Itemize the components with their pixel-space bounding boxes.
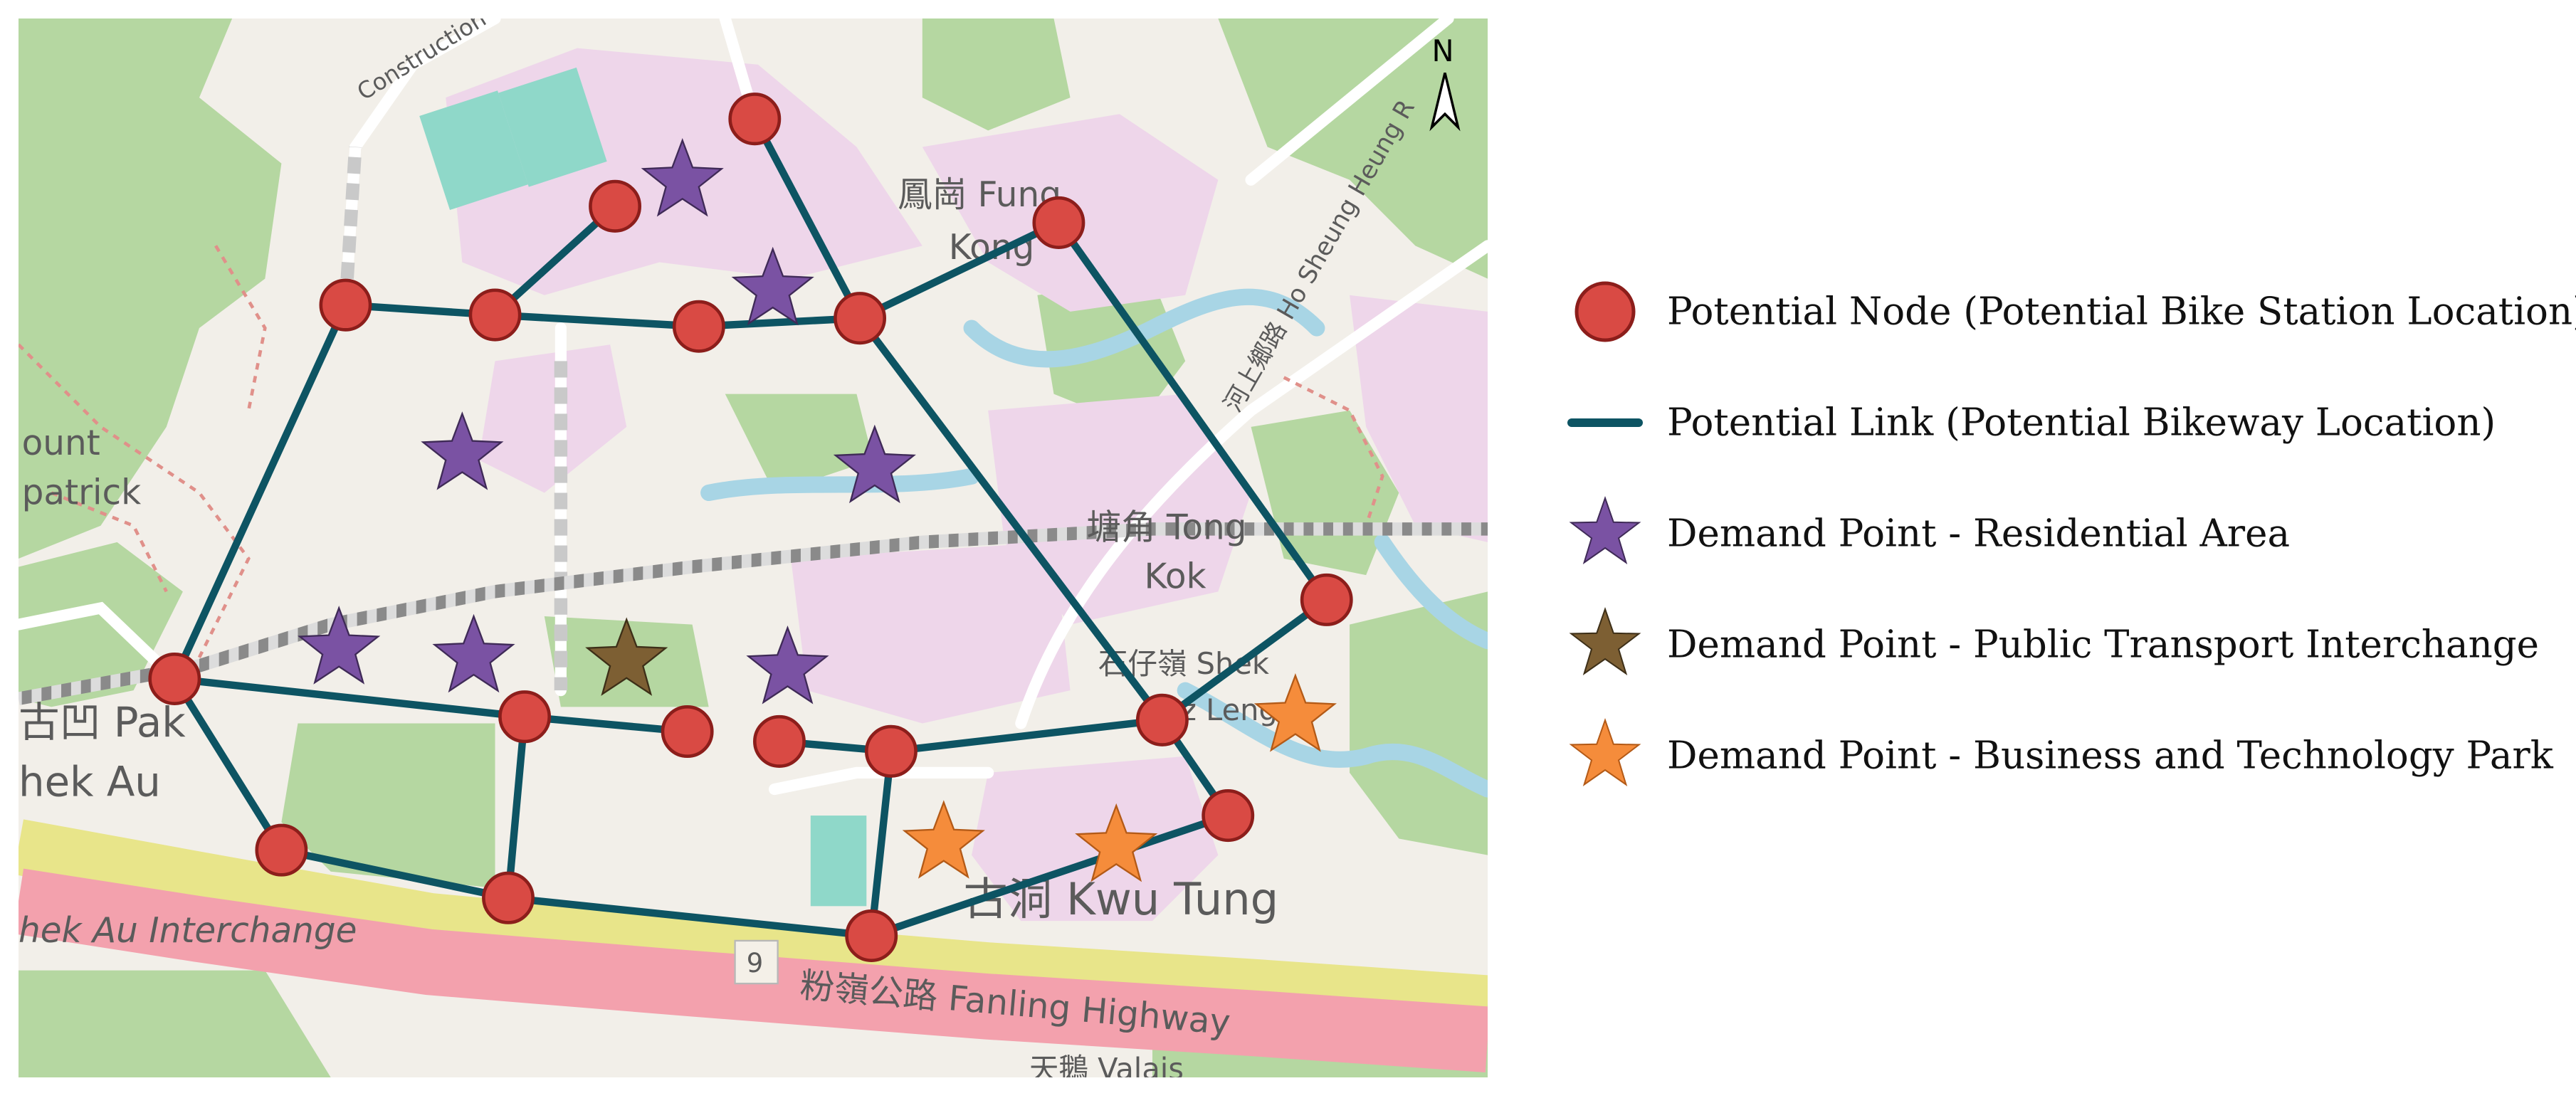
- demand-points: [298, 137, 1337, 882]
- legend-label-link: Potential Link (Potential Bikeway Locati…: [1667, 401, 2496, 445]
- potential-link-n10-n11: [520, 712, 691, 736]
- demand-point-business-11: [1075, 803, 1158, 882]
- demand-point-residential-5: [298, 606, 381, 685]
- potential-link-n17-n18: [504, 894, 876, 940]
- label-fung-kong-2: Kong: [949, 228, 1035, 268]
- potential-link-n13-n14: [887, 716, 1167, 756]
- potential-node-n8: [1300, 573, 1353, 626]
- legend-label-transport: Demand Point - Public Transport Intercha…: [1667, 623, 2540, 667]
- potential-link-n9-n16: [171, 675, 285, 854]
- potential-link-n7-n14: [856, 314, 1167, 724]
- highway-edge: [19, 819, 1488, 1032]
- label-pak-shek-au-2: hek Au: [19, 757, 161, 806]
- footpaths: [19, 245, 1384, 658]
- potential-links: [171, 115, 1330, 940]
- potential-link-n4-n9: [171, 301, 349, 683]
- label-tong-kok-1: 塘角 Tong: [1087, 507, 1247, 547]
- potential-node-n9: [148, 652, 201, 706]
- potential-link-n13-n18: [868, 747, 895, 940]
- potential-node-n2: [589, 179, 642, 233]
- legend-item-transport: Demand Point - Public Transport Intercha…: [1566, 589, 2562, 700]
- transport-star-icon: [1569, 606, 1641, 675]
- demand-point-residential-8: [746, 625, 829, 705]
- legend-item-node: Potential Node (Potential Bike Station L…: [1566, 256, 2576, 367]
- demand-point-transport-7: [585, 617, 668, 696]
- potential-node-n7: [834, 292, 887, 345]
- potential-node-n5: [468, 288, 522, 342]
- potential-node-n13: [864, 724, 918, 778]
- potential-node-n17: [482, 871, 535, 924]
- demand-point-residential-3: [421, 411, 504, 490]
- label-route-9: 9: [747, 948, 764, 978]
- label-pak-shek-au-1: 古凹 Pak: [19, 698, 186, 746]
- potential-link-n5-n6: [491, 311, 703, 330]
- potential-link-n6-n7: [695, 314, 864, 330]
- potential-node-n3: [1032, 196, 1085, 249]
- highway: [19, 868, 1488, 1072]
- ponds: [419, 67, 867, 907]
- north-arrow-label: N: [1432, 33, 1454, 68]
- demand-point-residential-6: [432, 613, 515, 693]
- potential-link-n16-n17: [278, 846, 512, 902]
- legend-label-business: Demand Point - Business and Technology P…: [1667, 734, 2553, 778]
- potential-link-n3-n8: [1055, 218, 1330, 604]
- label-valais: 天鵝 Valais: [1029, 1051, 1184, 1077]
- potential-node-n12: [753, 714, 806, 768]
- potential-node-n16: [255, 823, 308, 877]
- legend-item-business: Demand Point - Business and Technology P…: [1566, 700, 2562, 811]
- label-tong-kok-2: Kok: [1144, 557, 1206, 597]
- demand-point-business-9: [1253, 673, 1337, 752]
- link-symbol-icon: [1567, 418, 1643, 427]
- label-fung-kong-1: 鳳崗 Fung: [898, 175, 1061, 215]
- label-interchange: hek Au Interchange: [19, 911, 357, 951]
- potential-link-n18-n15: [868, 811, 1232, 940]
- demand-point-residential-1: [641, 137, 724, 217]
- potential-node-n4: [319, 278, 372, 332]
- map-canvas: Construction 鳳崗 Fung Kong 河上鄉路 Ho Sheung…: [19, 19, 1488, 1077]
- label-kwu-tung: 古洞 Kwu Tung: [964, 873, 1279, 925]
- north-arrow: N: [1429, 33, 1461, 132]
- demand-point-residential-2: [731, 246, 814, 326]
- potential-node-n1: [728, 93, 782, 146]
- label-mount-2: patrick: [22, 473, 142, 513]
- potential-link-n1-n7: [751, 115, 864, 322]
- legend-item-residential: Demand Point - Residential Area: [1566, 478, 2562, 589]
- legend-label-node: Potential Node (Potential Bike Station L…: [1667, 290, 2576, 334]
- label-mount-1: ount: [22, 423, 100, 463]
- potential-link-n5-n2: [491, 202, 619, 319]
- potential-node-n10: [498, 690, 552, 744]
- legend-item-link: Potential Link (Potential Bikeway Locati…: [1566, 367, 2562, 478]
- legend: Potential Node (Potential Bike Station L…: [1566, 256, 2576, 811]
- potential-node-n18: [845, 909, 898, 963]
- dashed-roads: [339, 146, 568, 691]
- potential-link-n9-n10: [171, 675, 529, 721]
- potential-link-n8-n14: [1158, 596, 1330, 724]
- node-symbol-icon: [1574, 281, 1636, 342]
- water-features: [700, 288, 1488, 798]
- demand-point-residential-4: [833, 424, 916, 504]
- business-star-icon: [1569, 717, 1641, 786]
- north-arrow-icon: [1429, 72, 1461, 132]
- potential-node-n14: [1135, 693, 1189, 746]
- potential-nodes: [148, 93, 1353, 963]
- railway: [19, 522, 1488, 705]
- potential-link-n7-n3: [856, 218, 1063, 322]
- residential-star-icon: [1569, 495, 1641, 564]
- route-shield: [734, 939, 779, 985]
- potential-node-n6: [672, 300, 725, 353]
- demand-point-business-10: [902, 800, 985, 879]
- potential-link-n10-n17: [504, 712, 529, 902]
- legend-label-residential: Demand Point - Residential Area: [1667, 512, 2291, 556]
- map-panel: Construction 鳳崗 Fung Kong 河上鄉路 Ho Sheung…: [19, 19, 1488, 1077]
- potential-node-n11: [661, 705, 714, 759]
- potential-node-n15: [1202, 789, 1255, 843]
